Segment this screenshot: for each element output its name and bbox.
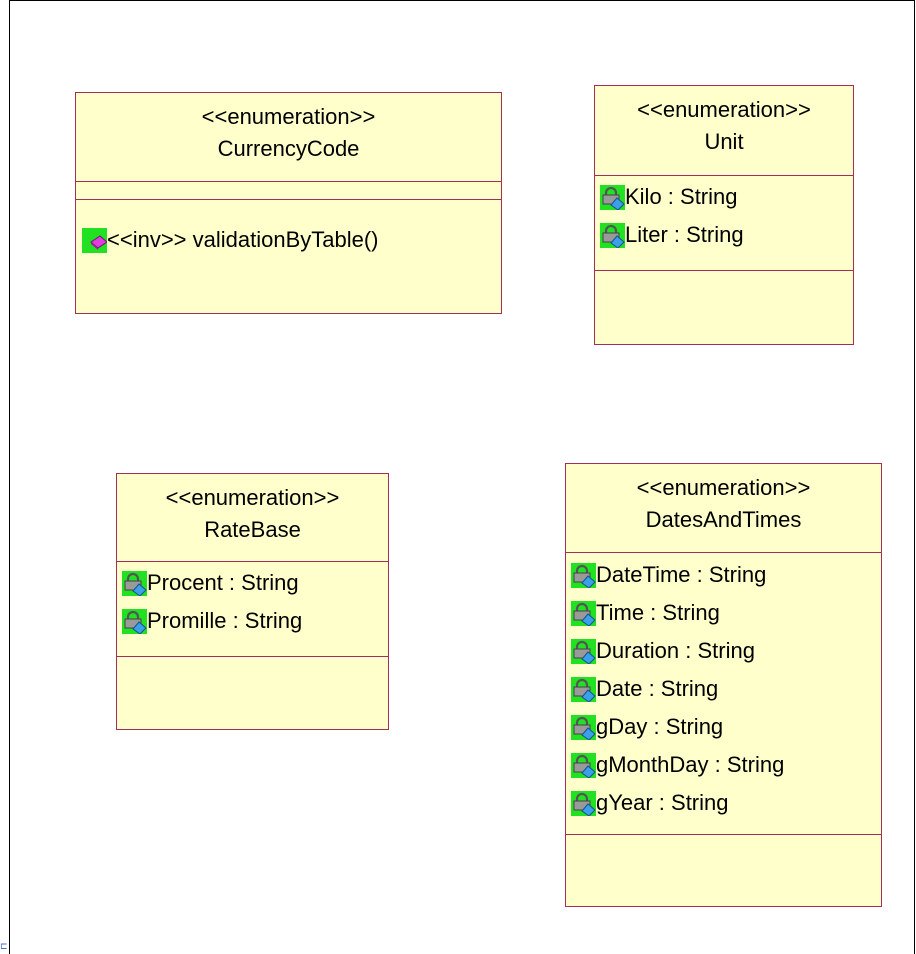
locked-attribute-icon xyxy=(571,638,596,664)
class-name: Unit xyxy=(704,129,744,154)
attribute-row[interactable]: Kilo : String xyxy=(595,178,853,216)
attribute-label: Duration : String xyxy=(596,638,755,663)
attribute-label: Promille : String xyxy=(147,608,303,633)
locked-attribute-icon xyxy=(571,714,596,740)
divider xyxy=(595,270,853,271)
class-header: <<enumeration>> CurrencyCode xyxy=(76,93,501,165)
divider xyxy=(566,834,881,835)
locked-attribute-icon xyxy=(571,676,596,702)
class-datesandtimes[interactable]: <<enumeration>> DatesAndTimes DateTime :… xyxy=(565,463,882,907)
stereotype-label: <<enumeration>> xyxy=(637,97,811,122)
attribute-label: Procent : String xyxy=(147,570,299,595)
attribute-list: Kilo : String Liter : String xyxy=(595,178,853,254)
class-header: <<enumeration>> Unit xyxy=(595,86,853,158)
stereotype-label: <<enumeration>> xyxy=(201,104,376,129)
divider xyxy=(76,181,501,182)
locked-attribute-icon xyxy=(600,222,625,248)
locked-attribute-icon xyxy=(600,184,625,210)
attribute-row[interactable]: Liter : String xyxy=(595,216,853,254)
attribute-row[interactable]: Time : String xyxy=(566,594,881,632)
attribute-row[interactable]: Duration : String xyxy=(566,632,881,670)
operation-row[interactable]: <<inv>> validationByTable() xyxy=(76,221,501,259)
attribute-row[interactable]: gYear : String xyxy=(566,784,881,822)
locked-attribute-icon xyxy=(571,790,596,816)
divider xyxy=(566,552,881,553)
attribute-row[interactable]: gDay : String xyxy=(566,708,881,746)
diagram-frame xyxy=(9,0,915,954)
class-name: CurrencyCode xyxy=(217,136,360,161)
attribute-row[interactable]: Promille : String xyxy=(117,602,388,640)
class-name: RateBase xyxy=(204,517,301,542)
divider xyxy=(595,175,853,176)
locked-attribute-icon xyxy=(571,562,596,588)
attribute-label: Time : String xyxy=(596,600,720,625)
class-currencycode[interactable]: <<enumeration>> CurrencyCode <<inv>> val… xyxy=(75,92,502,314)
operation-icon xyxy=(82,227,107,253)
attribute-list: DateTime : String Time : String Durati xyxy=(566,556,881,822)
attribute-row[interactable]: gMonthDay : String xyxy=(566,746,881,784)
operation-label: <<inv>> validationByTable() xyxy=(107,227,379,252)
operation-list: <<inv>> validationByTable() xyxy=(76,221,501,259)
attribute-label: Kilo : String xyxy=(625,184,738,209)
attribute-label: gYear : String xyxy=(596,790,729,815)
attribute-label: Date : String xyxy=(596,676,719,701)
class-unit[interactable]: <<enumeration>> Unit Kilo : String xyxy=(594,85,854,345)
attribute-label: gMonthDay : String xyxy=(596,752,785,777)
attribute-list: Procent : String Promille : String xyxy=(117,564,388,640)
attribute-row[interactable]: Date : String xyxy=(566,670,881,708)
divider xyxy=(76,199,501,200)
divider xyxy=(117,656,388,657)
attribute-label: gDay : String xyxy=(596,714,724,739)
locked-attribute-icon xyxy=(122,570,147,596)
attribute-row[interactable]: Procent : String xyxy=(117,564,388,602)
locked-attribute-icon xyxy=(571,752,596,778)
attribute-label: DateTime : String xyxy=(596,562,767,587)
locked-attribute-icon xyxy=(122,608,147,634)
attribute-label: Liter : String xyxy=(625,222,744,247)
corner-mark: ⊏ xyxy=(0,941,8,951)
class-name: DatesAndTimes xyxy=(645,507,802,532)
class-header: <<enumeration>> RateBase xyxy=(117,474,388,546)
class-ratebase[interactable]: <<enumeration>> RateBase Procent : Strin… xyxy=(116,473,389,730)
locked-attribute-icon xyxy=(571,600,596,626)
class-header: <<enumeration>> DatesAndTimes xyxy=(566,464,881,536)
attribute-row[interactable]: DateTime : String xyxy=(566,556,881,594)
divider xyxy=(117,561,388,562)
stereotype-label: <<enumeration>> xyxy=(165,485,340,510)
stereotype-label: <<enumeration>> xyxy=(636,475,811,500)
